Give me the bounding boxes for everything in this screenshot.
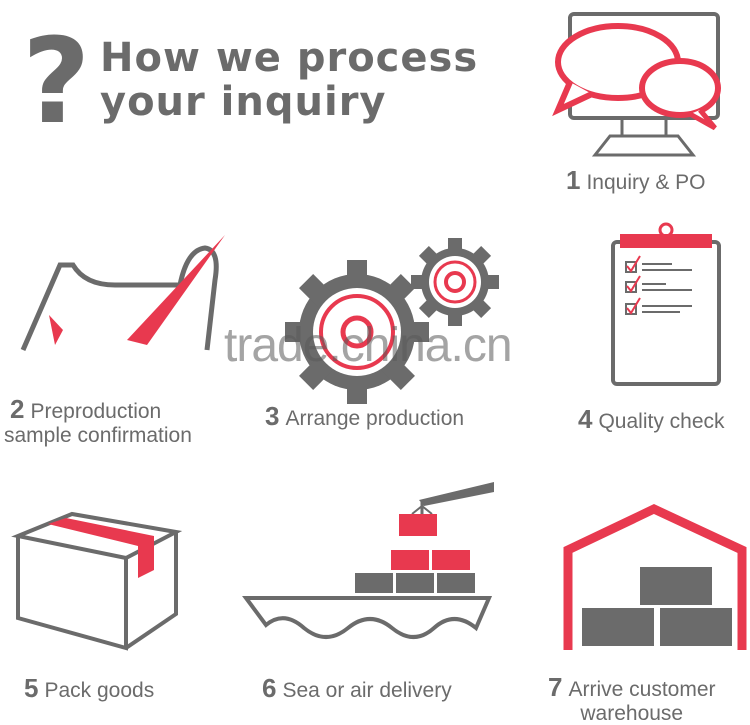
box-icon xyxy=(11,511,183,651)
sample-sign-icon xyxy=(20,235,225,351)
clipboard-checklist-icon xyxy=(611,222,721,386)
page-title: How we process your inquiry xyxy=(100,36,478,124)
monitor-chat-icon xyxy=(552,12,721,157)
title-line-2: your inquiry xyxy=(100,79,387,125)
cargo-ship-icon xyxy=(242,482,494,639)
gears-icon xyxy=(285,238,499,404)
question-mark-icon: ? xyxy=(22,12,91,150)
title-line-1: How we process xyxy=(100,35,479,81)
warehouse-icon xyxy=(563,504,747,650)
watermark: trade.china.cn xyxy=(224,319,513,372)
